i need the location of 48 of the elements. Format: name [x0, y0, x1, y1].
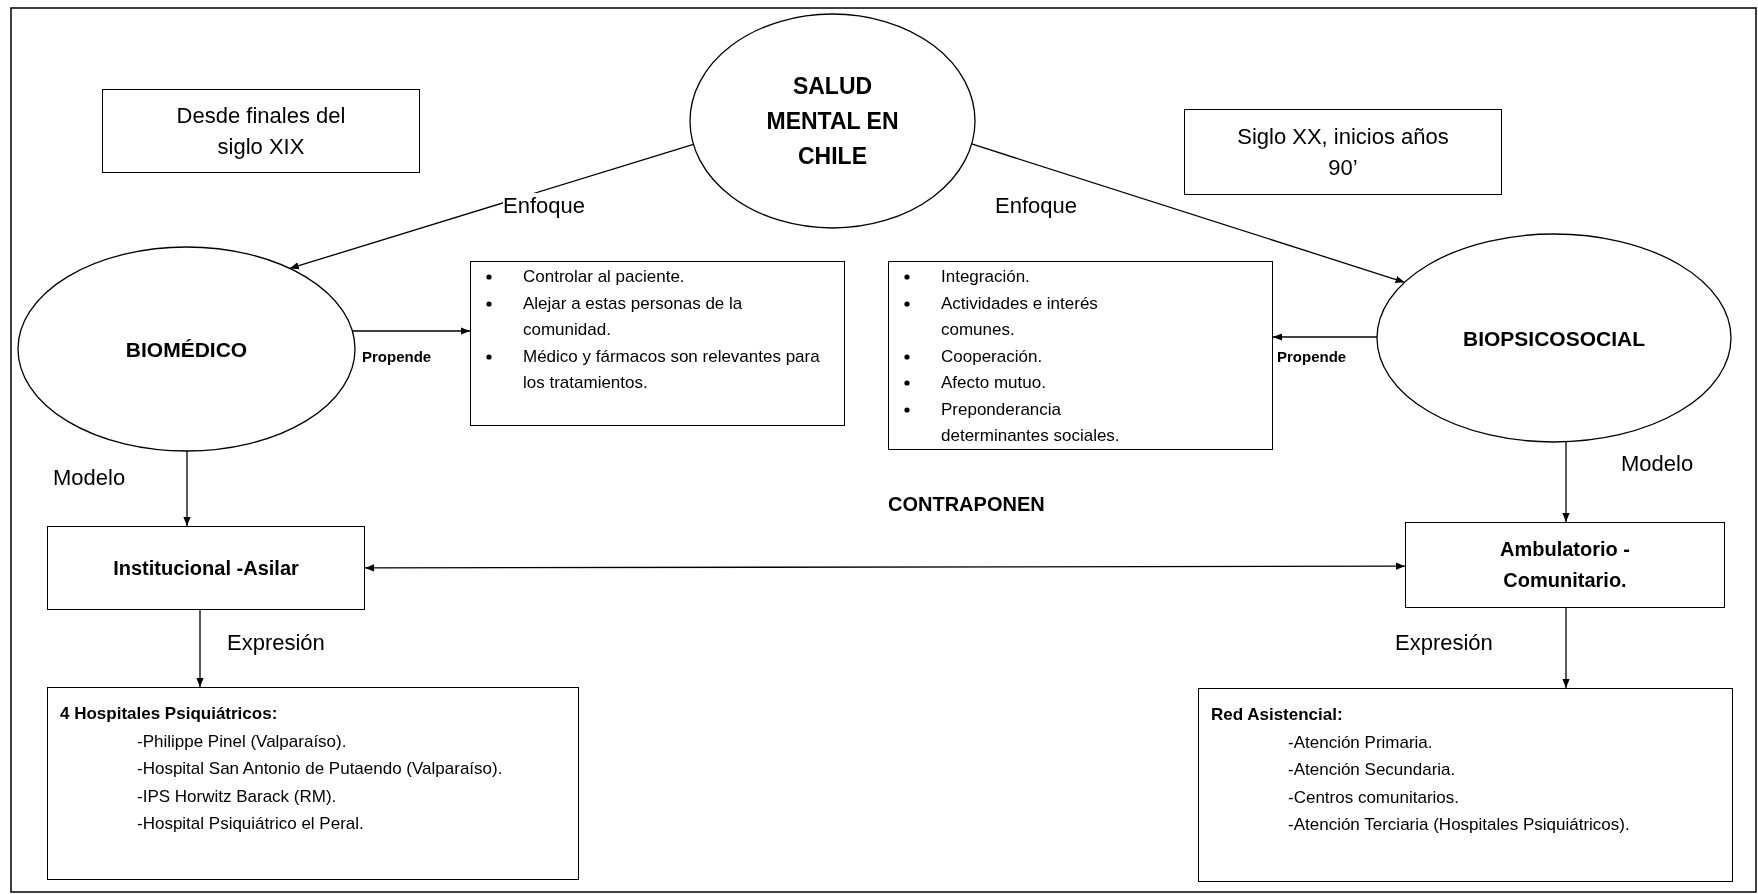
edge-label: Propende	[1277, 348, 1347, 365]
list-item: -Philippe Pinel (Valparaíso).	[137, 730, 348, 753]
text-box	[102, 89, 420, 173]
arrow	[971, 143, 1406, 283]
arrow	[289, 143, 695, 270]
bullet-item: Médico y fármacos son relevantes para los tratamientos.	[523, 345, 821, 394]
list-heading: 4 Hospitales Psiquiátricos:	[60, 703, 279, 725]
bullet-list-box	[470, 261, 845, 426]
edge-label: Enfoque	[503, 193, 585, 219]
node-title: Ambulatorio - Comunitario.	[1499, 537, 1631, 593]
text-box	[1405, 522, 1725, 608]
list-item: -Hospital Psiquiátrico el Peral.	[137, 813, 365, 835]
text-box	[1184, 109, 1502, 195]
concept-ellipse	[690, 14, 975, 228]
node-text: Siglo XX, inicios años 90’	[1236, 123, 1450, 182]
bullet-item: Alejar a estas personas de la comunidad.	[523, 292, 744, 341]
edge-label: Propende	[362, 348, 432, 365]
bullet-item: Preponderancia determinantes sociales.	[941, 398, 1121, 447]
arrow	[1562, 441, 1570, 523]
list-item: -Centros comunitarios.	[1288, 786, 1460, 809]
list-box	[47, 687, 579, 880]
node-text: Desde finales del siglo XIX	[175, 102, 347, 161]
text-box	[47, 526, 365, 610]
list-item: -Atención Primaria.	[1288, 731, 1434, 754]
bullet-item: Afecto mutuo.	[941, 372, 1047, 394]
list-box	[1198, 688, 1733, 882]
node-title: BIOMÉDICO	[124, 336, 249, 363]
concept-ellipse	[18, 247, 355, 451]
bullet-item: Controlar al paciente.	[523, 266, 686, 288]
arrow	[351, 327, 471, 335]
list-heading: Red Asistencial:	[1211, 704, 1344, 726]
node-title: SALUD MENTAL EN CHILE	[765, 71, 900, 171]
bullet-item: Integración.	[941, 266, 1031, 288]
list-item: -Atención Secundaria.	[1288, 759, 1457, 781]
node-title: BIOPSICOSOCIAL	[1462, 325, 1646, 352]
node-title: Institucional -Asilar	[112, 555, 300, 581]
concept-ellipse	[1377, 234, 1731, 442]
bullet-list-box	[888, 261, 1273, 450]
list-item: -Hospital San Antonio de Putaendo (Valparaíso).	[137, 758, 504, 780]
arrow	[364, 562, 1406, 572]
arrow	[183, 450, 191, 527]
bullet-item: Cooperación.	[941, 345, 1044, 368]
arrow	[1562, 607, 1570, 689]
list-item: -Atención Terciaria (Hospitales Psiquiátricos).	[1288, 814, 1631, 836]
arrow	[196, 609, 204, 688]
bullet-item: Actividades e interés comunes.	[941, 292, 1099, 341]
arrow	[1272, 333, 1378, 341]
list-item: -IPS Horwitz Barack (RM).	[137, 785, 338, 808]
